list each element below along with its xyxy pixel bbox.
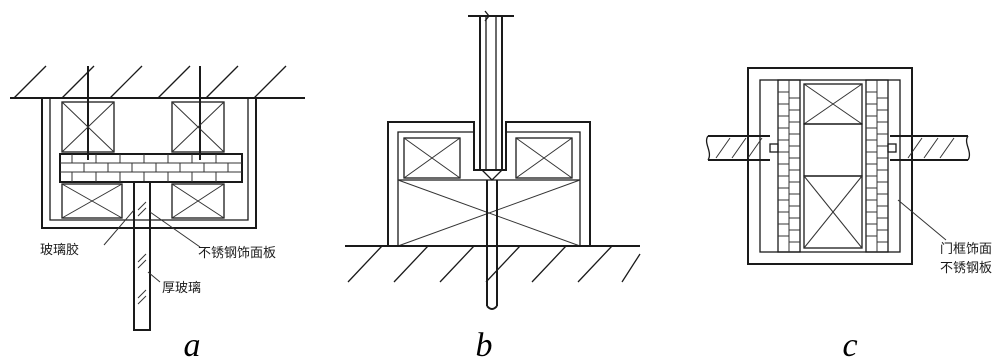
- label-frame-finish-line2: 不锈钢板: [940, 261, 992, 276]
- caption-a: a: [184, 327, 201, 362]
- wall-right-c: [887, 135, 971, 161]
- wall-left-c: [705, 135, 779, 161]
- upper-box-c: [803, 83, 863, 125]
- leader-glass-glue: [103, 209, 135, 246]
- floor-hatch-b: [347, 245, 641, 283]
- upper-box-left-a: [61, 101, 115, 153]
- lower-box-b: [397, 179, 581, 247]
- label-glass-glue: 玻璃胶: [40, 242, 79, 258]
- brick-strip-left-c: [777, 79, 801, 253]
- label-steel-panel: 不锈钢饰面板: [198, 246, 276, 261]
- panel-c: 门框饰面 不锈钢板 c: [705, 67, 992, 362]
- housing-outer-b: [387, 121, 591, 246]
- leader-steel-panel: [149, 211, 201, 248]
- thick-glass-a: [133, 181, 151, 331]
- housing-inner-right-b: [506, 131, 581, 246]
- brick-strip-right-c: [865, 79, 889, 253]
- ceiling-hatch-a: [13, 65, 287, 99]
- upper-box-right-b: [515, 137, 573, 179]
- pivot-rod-tip-b: [486, 305, 498, 310]
- leader-thick-glass: [147, 271, 161, 283]
- lower-box-left-a: [61, 183, 123, 219]
- label-frame-finish-line1: 门框饰面: [940, 242, 992, 257]
- panel-a: 玻璃胶 不锈钢饰面板 厚玻璃 a: [10, 65, 305, 362]
- panel-b: b: [345, 10, 641, 362]
- caption-c: c: [842, 327, 857, 362]
- frame-outer-c: [747, 67, 913, 265]
- frame-inner-c: [759, 79, 901, 253]
- upper-box-right-a: [171, 101, 225, 153]
- label-thick-glass: 厚玻璃: [162, 281, 201, 296]
- upper-box-left-b: [403, 137, 461, 179]
- leader-frame-finish: [897, 199, 947, 241]
- middle-box-c: [803, 123, 863, 177]
- lower-box-right-a: [171, 183, 225, 219]
- housing-inner-left-b: [397, 131, 474, 246]
- caption-b: b: [476, 327, 493, 362]
- lower-box-c: [803, 175, 863, 249]
- pivot-cap-b: [481, 169, 503, 181]
